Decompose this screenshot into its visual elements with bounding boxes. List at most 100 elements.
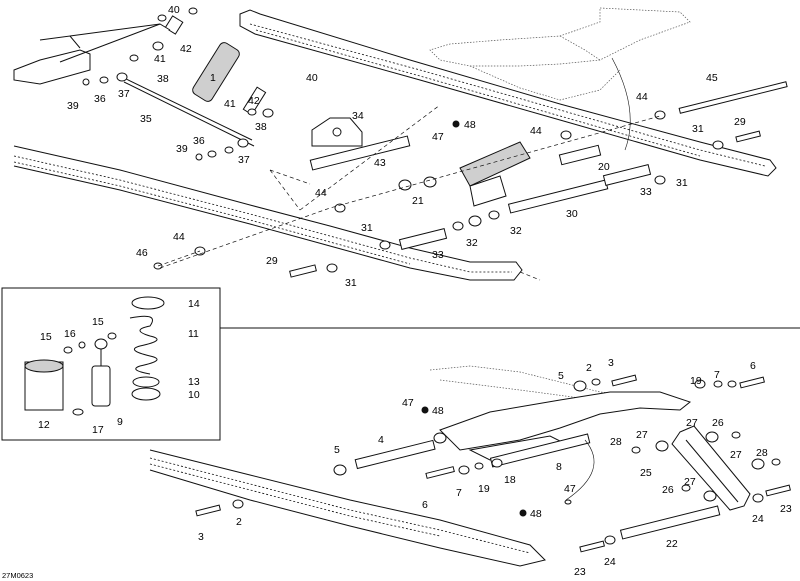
callout-32-a: 32 [510, 225, 522, 237]
vehicle-frame-outline [429, 7, 691, 101]
callout-5-a: 5 [558, 370, 564, 382]
callout-24-b: 24 [604, 556, 616, 568]
callout-24-a: 24 [752, 513, 764, 525]
upper-arm-assembly [13, 23, 255, 147]
callout-31-c: 31 [361, 222, 373, 234]
callout-41-mid: 41 [224, 98, 236, 110]
callout-45: 45 [706, 72, 718, 84]
callout-12: 12 [38, 419, 50, 431]
callout-8: 8 [556, 461, 562, 473]
callout-47-bot-a: 47 [402, 397, 414, 409]
callout-3-b: 3 [198, 531, 204, 543]
callout-36-top: 36 [94, 93, 106, 105]
lower-left-rail [13, 145, 523, 281]
callout-3-a: 3 [608, 357, 614, 369]
callout-20: 20 [598, 161, 610, 173]
callout-27-b: 27 [636, 429, 648, 441]
callout-13: 13 [188, 376, 200, 388]
callout-labels: 40 42 41 38 37 36 39 1 40 42 41 38 35 36… [2, 4, 792, 580]
callout-28-a: 28 [610, 436, 622, 448]
callout-26-a: 26 [712, 417, 724, 429]
callout-19-b: 19 [478, 483, 490, 495]
drawing-code: 27M0623 [2, 571, 33, 580]
callout-36-mid: 36 [193, 135, 205, 147]
callout-39-top: 39 [67, 100, 79, 112]
lubricant-markers [421, 120, 527, 517]
callout-39-mid: 39 [176, 143, 188, 155]
callout-23-b: 23 [574, 566, 586, 578]
callout-29-mid: 29 [266, 255, 278, 267]
rear-shock-absorber [459, 141, 602, 207]
callout-32-b: 32 [466, 237, 478, 249]
callout-48-top: 48 [464, 119, 476, 131]
callout-31-b: 31 [676, 177, 688, 189]
callout-16: 16 [64, 328, 76, 340]
callout-40-top: 40 [168, 4, 180, 16]
callout-41-top: 41 [154, 53, 166, 65]
callout-15-right: 15 [92, 316, 104, 328]
callout-11: 11 [188, 328, 199, 340]
lube-dot-top [452, 120, 460, 128]
spacer-tube-33b [602, 163, 652, 187]
callout-4: 4 [378, 434, 384, 446]
callout-14: 14 [188, 298, 200, 310]
bottom-rail [149, 449, 546, 567]
callout-7-b: 7 [456, 487, 462, 499]
axle-30 [507, 179, 609, 214]
callout-27-d: 27 [684, 476, 696, 488]
link-plate-25 [671, 425, 751, 511]
callout-31-a: 31 [692, 123, 704, 135]
callout-27-c: 27 [730, 449, 742, 461]
callout-22: 22 [666, 538, 678, 550]
callout-44-b: 44 [636, 91, 648, 103]
callout-2-a: 2 [586, 362, 592, 374]
callout-5-b: 5 [334, 444, 340, 456]
callout-29-top: 29 [734, 116, 746, 128]
frame-pointer-arrow [611, 57, 631, 151]
long-axle-45 [678, 81, 788, 114]
callout-6-b: 6 [422, 499, 428, 511]
callout-15-left: 15 [40, 331, 52, 343]
callout-17: 17 [92, 424, 104, 436]
callout-21: 21 [412, 195, 424, 207]
callout-23-a: 23 [780, 503, 792, 515]
callout-42-mid: 42 [248, 95, 260, 107]
callout-44-c: 44 [315, 187, 327, 199]
callout-34: 34 [352, 110, 364, 122]
lube-dot-bottom-b [519, 509, 527, 517]
callout-40-mid: 40 [306, 72, 318, 84]
callout-33-b: 33 [432, 249, 444, 261]
callout-1: 1 [210, 72, 216, 84]
upper-right-rail [239, 9, 777, 177]
axle-4 [354, 439, 436, 470]
callout-2-b: 2 [236, 516, 242, 528]
callout-46: 46 [136, 247, 148, 259]
callout-28-b: 28 [756, 447, 768, 459]
callout-30: 30 [566, 208, 578, 220]
callout-33-a: 33 [640, 186, 652, 198]
callout-48-bot-a: 48 [432, 405, 444, 417]
callout-35: 35 [140, 113, 152, 125]
bottom-frame-outline [429, 365, 641, 399]
shock-components-inset [1, 287, 221, 441]
callout-19-a: 19 [690, 375, 702, 387]
grease-leader-line [565, 439, 595, 501]
callout-25: 25 [640, 467, 652, 479]
callout-10: 10 [188, 389, 200, 401]
callout-37-top: 37 [118, 88, 130, 100]
callout-47-top: 47 [432, 131, 444, 143]
callout-37-mid: 37 [238, 154, 250, 166]
lube-dot-bottom-a [421, 406, 429, 414]
callout-18: 18 [504, 474, 516, 486]
alignment-lines-top [157, 104, 661, 281]
washers-and-fasteners-bottom [195, 374, 791, 553]
axle-22 [619, 505, 721, 540]
callout-9: 9 [117, 416, 123, 428]
callout-44-d: 44 [173, 231, 185, 243]
callout-7-a: 7 [714, 369, 720, 381]
callout-27-a: 27 [686, 417, 698, 429]
shock-kit-parts [24, 296, 165, 416]
callout-31-d: 31 [345, 277, 357, 289]
callout-47-bot-b: 47 [564, 483, 576, 495]
